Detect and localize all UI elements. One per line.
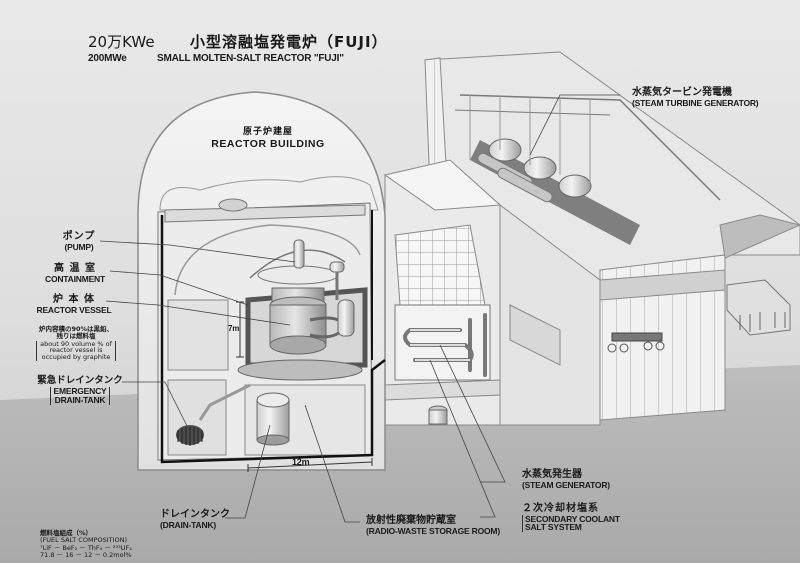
label-radio-waste-ja: 放射性廃棄物貯蔵室 <box>366 515 456 526</box>
title-power-en: 200MWe <box>88 53 127 64</box>
label-emergency-drain-en-2: DRAIN-TANK <box>54 394 106 405</box>
fuel-composition-title-en: (FUEL SALT COMPOSITION) <box>40 536 128 545</box>
vessel-note-en-2: reactor vessel is <box>49 346 103 355</box>
turbine-building <box>424 51 800 421</box>
dimension-width: 12m <box>292 457 310 467</box>
label-containment-ja: 高 温 室 <box>54 263 96 274</box>
label-pump-ja: ポンプ <box>62 231 96 242</box>
label-secondary-coolant: ２次冷却材塩系 SECONDARY COOLANT SALT SYSTEM <box>522 503 620 533</box>
label-emergency-drain-ja: 緊急ドレインタンク <box>37 375 123 386</box>
label-steam-turbine: 水蒸気タービン発電機 (STEAM TURBINE GENERATOR) <box>632 87 759 108</box>
fuel-composition-formula: ⁷LiF － BeF₂ － ThF₄ － ²³³UF₄ <box>40 543 132 552</box>
dimension-height: 7m <box>228 324 240 333</box>
label-steam-generator-en: (STEAM GENERATOR) <box>522 479 610 490</box>
label-drain-tank: ドレインタンク (DRAIN-TANK) <box>160 509 230 530</box>
label-steam-generator-ja: 水蒸気発生器 <box>522 469 582 480</box>
label-containment: 高 温 室 CONTAINMENT <box>38 263 112 284</box>
label-secondary-coolant-en-1: SECONDARY COOLANT <box>525 513 620 524</box>
label-steam-generator: 水蒸気発生器 (STEAM GENERATOR) <box>522 469 610 490</box>
label-reactor-building: 原子炉建屋 REACTOR BUILDING <box>208 127 328 151</box>
label-steam-turbine-ja: 水蒸気タービン発電機 <box>632 87 732 98</box>
label-steam-turbine-en: (STEAM TURBINE GENERATOR) <box>632 97 759 108</box>
reactor-vessel-body <box>269 287 341 355</box>
label-drain-tank-ja: ドレインタンク <box>160 509 230 520</box>
label-emergency-drain: 緊急ドレインタンク EMERGENCY DRAIN-TANK <box>32 376 128 405</box>
reactor-building <box>137 91 386 471</box>
leader-lines <box>99 94 620 523</box>
label-containment-en: CONTAINMENT <box>45 273 105 284</box>
vessel-note-ja-2: 残りは燃料塩 <box>56 331 96 340</box>
title-power-ja: 20万KWe <box>88 33 155 51</box>
steam-generator-building <box>383 159 601 426</box>
vessel-note-en-1: about 90 volume % of <box>40 339 112 348</box>
label-secondary-coolant-en-2: SALT SYSTEM <box>525 522 582 533</box>
label-pump: ポンプ (PUMP) <box>54 231 104 252</box>
fuel-composition: 燃料塩組成（%） (FUEL SALT COMPOSITION) ⁷LiF － … <box>40 529 132 560</box>
label-reactor-vessel: 炉 本 体 REACTOR VESSEL <box>30 294 118 315</box>
label-pump-en: (PUMP) <box>64 241 94 252</box>
drain-tank-vessel <box>256 392 290 446</box>
label-reactor-building-en: REACTOR BUILDING <box>211 138 325 151</box>
vessel-note-en-3: occupied by graphite <box>41 353 111 362</box>
dimension-markers <box>236 301 373 472</box>
fuel-composition-values: 71.8 － 16 － 12 － 0.2mol% <box>40 551 132 560</box>
title-name-en: SMALL MOLTEN-SALT REACTOR "FUJI" <box>157 53 344 64</box>
label-secondary-coolant-ja: ２次冷却材塩系 <box>522 503 599 514</box>
turbine-rotor <box>470 138 640 245</box>
emergency-drain-tank-vessel <box>176 383 251 446</box>
transformer-yard <box>726 279 791 336</box>
title-name-ja: 小型溶融塩発電炉（FUJI） <box>190 33 388 51</box>
label-reactor-vessel-en: REACTOR VESSEL <box>36 304 112 315</box>
label-drain-tank-en: (DRAIN-TANK) <box>160 519 216 530</box>
label-radio-waste-en: (RADIO-WASTE STORAGE ROOM) <box>366 525 500 536</box>
label-reactor-vessel-ja: 炉 本 体 <box>53 294 95 305</box>
fuel-composition-title-ja: 燃料塩組成（%） <box>40 529 93 537</box>
label-vessel-note: 炉内容積の90%は黒鉛、 残りは燃料塩 about 90 volume % of… <box>30 325 122 362</box>
label-radio-waste: 放射性廃棄物貯蔵室 (RADIO-WASTE STORAGE ROOM) <box>366 515 500 536</box>
label-emergency-drain-en-1: EMERGENCY <box>53 385 107 396</box>
vessel-note-ja-1: 炉内容積の90%は黒鉛、 <box>38 325 114 333</box>
pump-shaft <box>293 239 305 269</box>
label-reactor-building-ja: 原子炉建屋 <box>242 127 293 137</box>
